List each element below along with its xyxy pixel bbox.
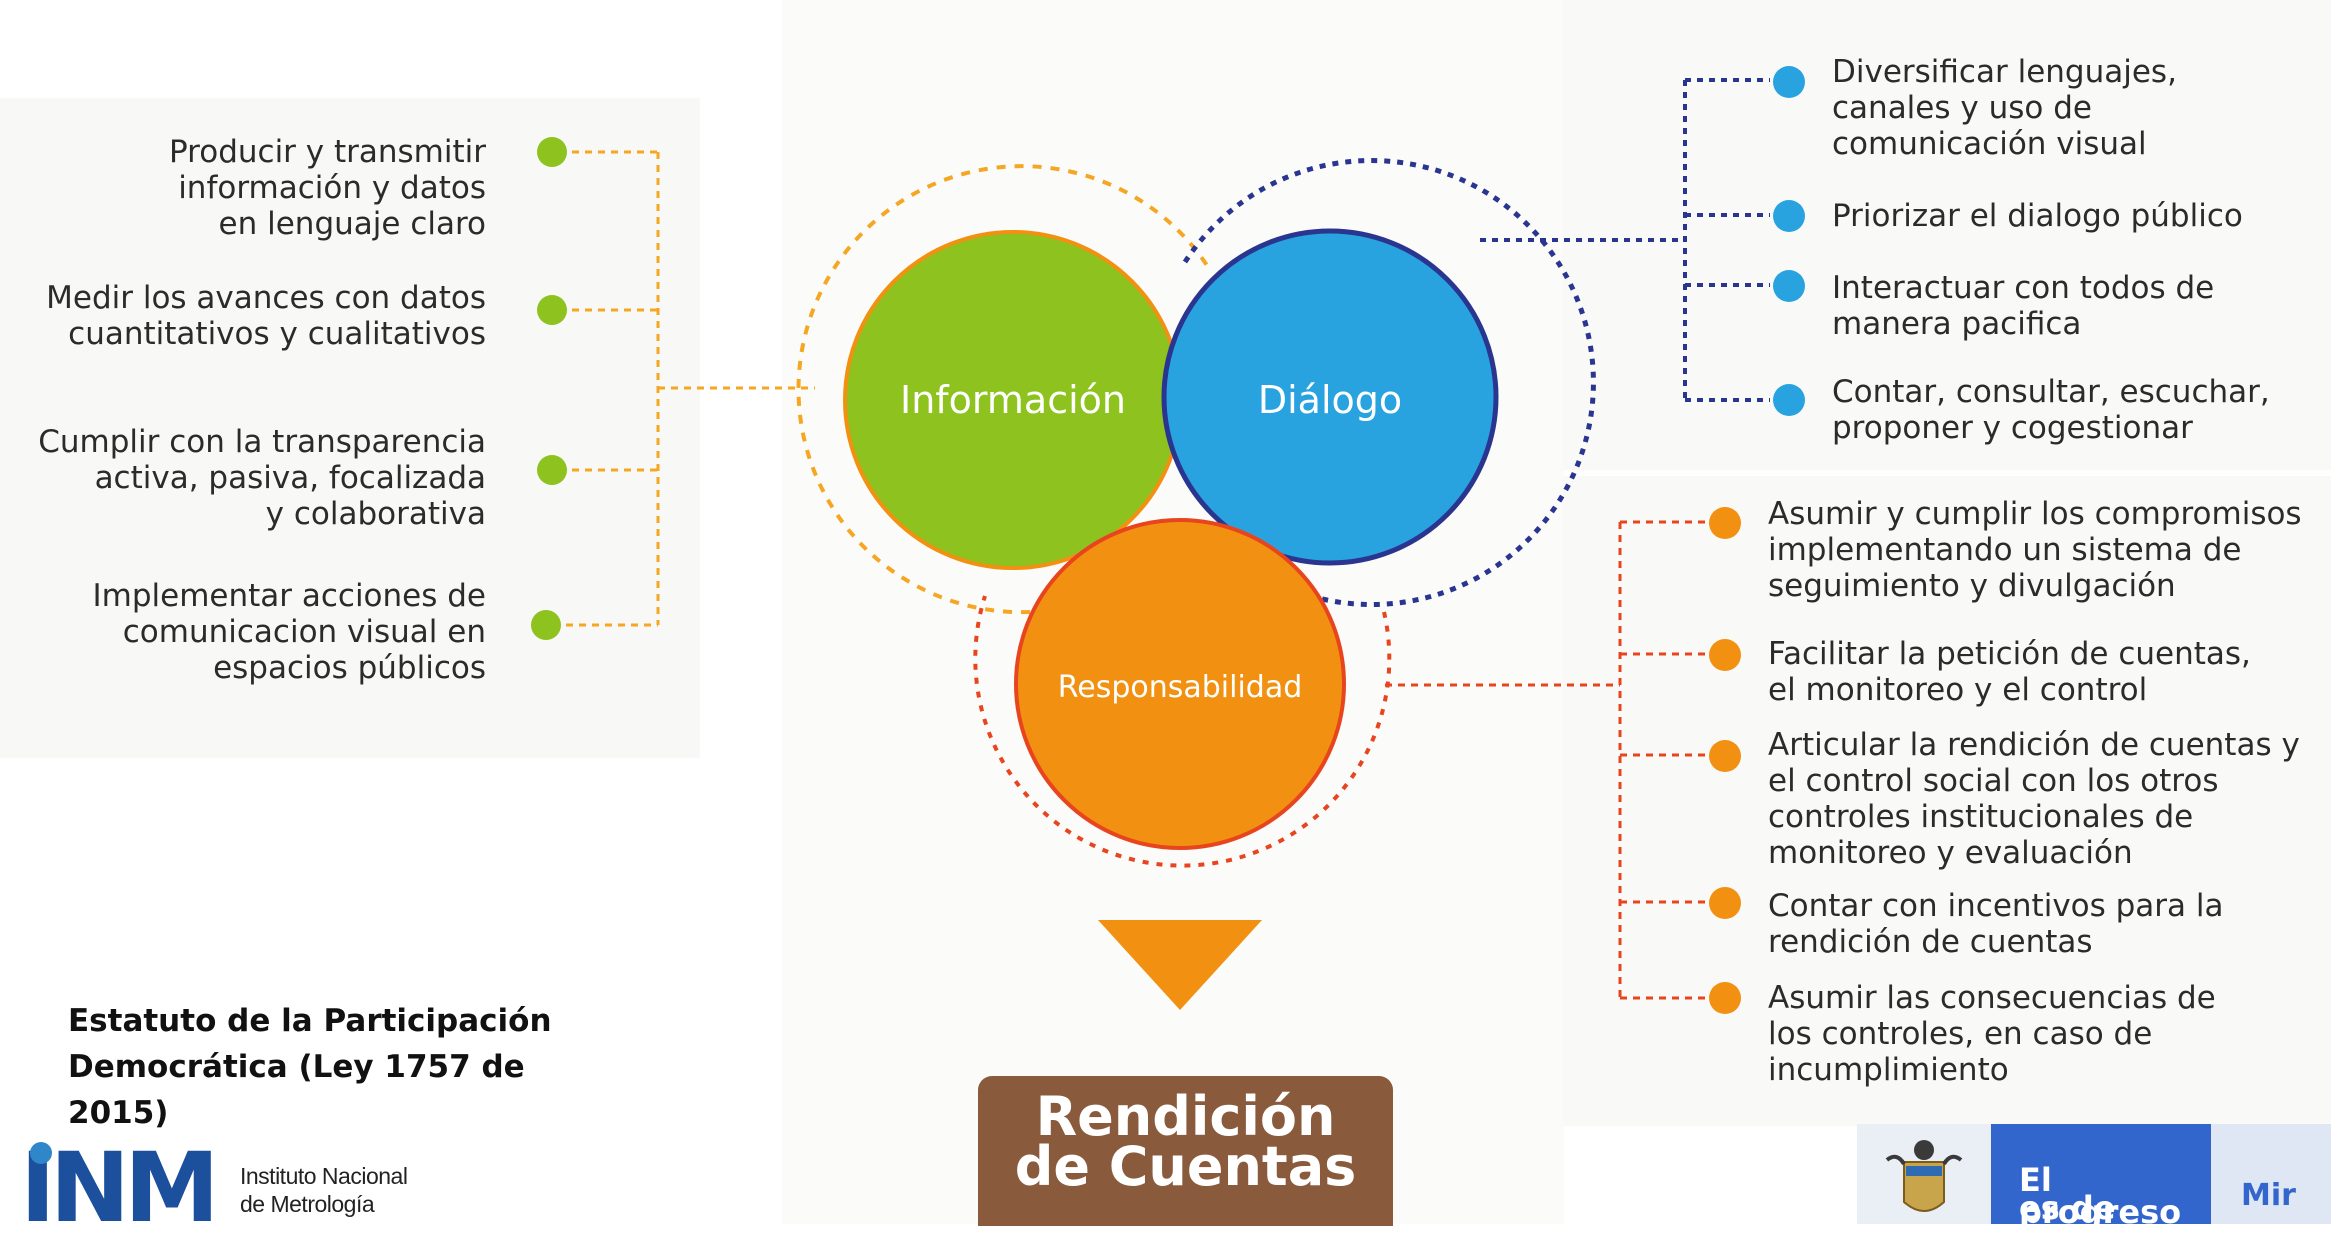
right-bottom-item-1-line-3: seguimiento y divulgación (1768, 568, 2176, 604)
left-item-1: Producir y transmitir información y dato… (16, 134, 486, 242)
responsabilidad-outer-ring (973, 595, 1392, 868)
right-top-item-3: Interactuar con todos de manera pacifica (1832, 270, 2331, 342)
right-top-item-1-line-3: comunicación visual (1832, 126, 2147, 162)
informacion-label: Información (900, 378, 1126, 422)
left-connectors (566, 150, 815, 627)
diagram-canvas (531, 66, 1805, 1014)
rendicion-line-1: Rendición (1035, 1085, 1336, 1148)
coat-of-arms-icon (1857, 1124, 1991, 1224)
dialogo-label: Diálogo (1257, 378, 1403, 422)
right-bottom-item-1-line-2: implementando un sistema de (1768, 532, 2242, 568)
left-bullet-4 (531, 610, 561, 640)
right-top-item-3-line-1: Interactuar con todos de (1832, 270, 2215, 306)
right-top-item-1: Diversificar lenguajes, canales y uso de… (1832, 54, 2331, 162)
gov-slogan-line-2: es de todos (2019, 1189, 2121, 1259)
gov-ministry-text: Mir (2241, 1178, 2296, 1213)
left-item-2-line-2: cuantitativos y cualitativos (68, 316, 486, 352)
statute-caption-line-2: Democrática (Ley 1757 de 2015) (68, 1049, 525, 1131)
right-top-item-4-line-2: proponer y cogestionar (1832, 410, 2193, 446)
left-item-4-line-1: Implementar acciones de (92, 578, 486, 614)
right-top-item-2: Priorizar el dialogo público (1832, 198, 2331, 234)
left-item-1-line-1: Producir y transmitir (169, 134, 486, 170)
right-top-bullet-4 (1773, 384, 1805, 416)
right-bottom-item-3-line-3: controles institucionales de (1768, 799, 2194, 835)
down-arrow-icon (1098, 920, 1262, 1010)
right-top-item-4-line-1: Contar, consultar, escuchar, (1832, 374, 2270, 410)
responsabilidad-label: Responsabilidad (1057, 670, 1303, 705)
right-bottom-item-1: Asumir y cumplir los compromisos impleme… (1768, 496, 2328, 604)
coat-of-arms-graphic (1885, 1140, 1963, 1212)
government-banner: El progreso es de todos Mir (1857, 1124, 2331, 1256)
left-bullet-1 (537, 137, 567, 167)
right-bottom-item-2-line-2: el monitoreo y el control (1768, 672, 2148, 708)
right-top-bullet-2 (1773, 200, 1805, 232)
right-bottom-bullet-4 (1709, 887, 1741, 919)
responsabilidad-circle (1014, 518, 1346, 850)
gov-slogan-line-1: El progreso (2019, 1161, 2182, 1231)
right-top-bullet-1 (1773, 66, 1805, 98)
inm-logo-text: Instituto Nacional de Metrología (240, 1162, 408, 1218)
left-item-3-line-1: Cumplir con la transparencia (38, 424, 486, 460)
right-bottom-item-1-line-1: Asumir y cumplir los compromisos (1768, 496, 2302, 532)
right-bottom-item-2: Facilitar la petición de cuentas, el mon… (1768, 636, 2328, 708)
right-bottom-bullet-3 (1709, 740, 1741, 772)
right-top-item-4: Contar, consultar, escuchar, proponer y … (1832, 374, 2331, 446)
left-item-1-line-2: información y datos (178, 170, 486, 206)
inm-logo: INM Instituto Nacional de Metrología (20, 1140, 440, 1236)
right-top-item-3-line-2: manera pacifica (1832, 306, 2082, 342)
inm-logo-line-2: de Metrología (240, 1191, 375, 1217)
right-top-item-1-line-2: canales y uso de (1832, 90, 2092, 126)
right-bottom-item-3-line-2: el control social con los otros (1768, 763, 2219, 799)
left-item-3: Cumplir con la transparencia activa, pas… (16, 424, 486, 532)
right-bottom-panel-background (1563, 476, 2331, 1126)
right-bottom-item-3-line-1: Articular la rendición de cuentas y (1768, 727, 2300, 763)
informacion-outer-ring (796, 164, 1212, 615)
right-bottom-item-4-line-2: rendición de cuentas (1768, 924, 2093, 960)
right-bottom-item-3-line-4: monitoreo y evaluación (1768, 835, 2133, 871)
left-bullet-3 (537, 455, 567, 485)
right-bottom-bullet-5 (1709, 982, 1741, 1014)
left-item-4-line-3: espacios públicos (213, 650, 486, 686)
right-bottom-item-4: Contar con incentivos para la rendición … (1768, 888, 2328, 960)
left-bullet-2 (537, 295, 567, 325)
rendicion-line-2: de Cuentas (1014, 1135, 1357, 1198)
left-item-3-line-2: activa, pasiva, focalizada (94, 460, 486, 496)
right-bottom-bullet-2 (1709, 639, 1741, 671)
left-item-1-line-3: en lenguaje claro (218, 206, 486, 242)
left-item-4: Implementar acciones de comunicacion vis… (16, 578, 486, 686)
right-bottom-item-5: Asumir las consecuencias de los controle… (1768, 980, 2328, 1088)
right-top-bullet-3 (1773, 270, 1805, 302)
left-item-3-line-3: y colaborativa (265, 496, 486, 532)
left-item-2-line-1: Medir los avances con datos (46, 280, 486, 316)
left-item-2: Medir los avances con datos cuantitativo… (16, 280, 486, 352)
gov-ministry-panel: Mir (2211, 1124, 2331, 1224)
dialogo-outer-ring (1182, 158, 1596, 607)
right-top-item-1-line-1: Diversificar lenguajes, (1832, 54, 2177, 90)
statute-caption-line-1: Estatuto de la Participación (68, 1003, 552, 1039)
right-bottom-item-2-line-1: Facilitar la petición de cuentas, (1768, 636, 2251, 672)
right-bottom-item-5-line-1: Asumir las consecuencias de (1768, 980, 2216, 1016)
left-panel-background (0, 98, 700, 758)
right-top-item-2-line-1: Priorizar el dialogo público (1832, 198, 2243, 234)
right-bottom-bullet-1 (1709, 507, 1741, 539)
left-item-4-line-2: comunicacion visual en (122, 614, 486, 650)
right-bottom-item-3: Articular la rendición de cuentas y el c… (1768, 727, 2328, 871)
inm-logo-line-1: Instituto Nacional (240, 1163, 408, 1189)
right-bottom-item-5-line-2: los controles, en caso de (1768, 1016, 2153, 1052)
dialogo-circle (1161, 228, 1499, 566)
statute-caption: Estatuto de la Participación Democrática… (68, 998, 628, 1136)
inm-logo-letters: INM (20, 1132, 220, 1244)
rendicion-de-cuentas-box: Rendición de Cuentas (978, 1076, 1393, 1226)
right-top-connectors (1480, 78, 1770, 402)
gov-slogan-panel: El progreso es de todos (1991, 1124, 2211, 1256)
right-bottom-item-5-line-3: incumplimiento (1768, 1052, 2009, 1088)
right-bottom-connectors (1385, 520, 1706, 1000)
inm-logo-dot-icon (30, 1142, 52, 1164)
right-bottom-item-4-line-1: Contar con incentivos para la (1768, 888, 2224, 924)
